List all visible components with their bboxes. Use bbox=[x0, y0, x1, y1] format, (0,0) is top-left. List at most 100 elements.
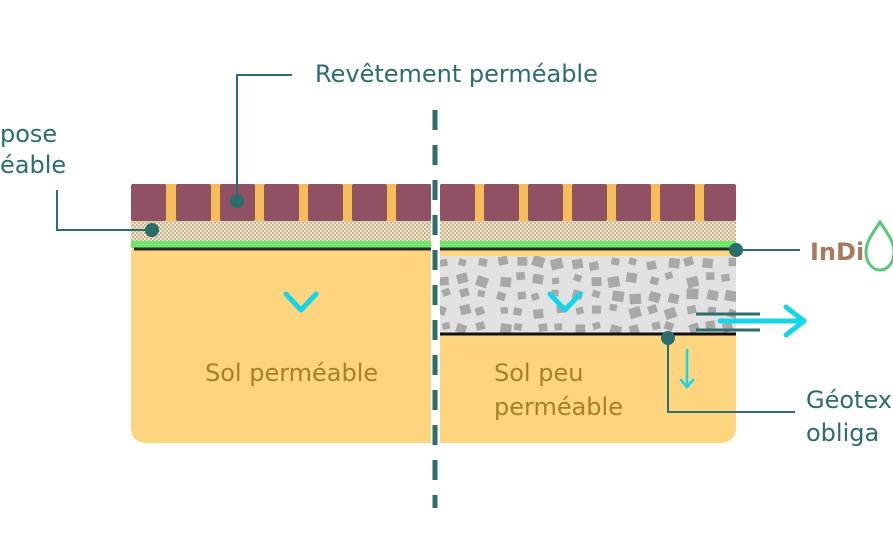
gravel-stone bbox=[572, 273, 583, 283]
gravel-stone bbox=[611, 290, 625, 303]
paver-block bbox=[396, 184, 431, 221]
gravel-stone bbox=[591, 289, 601, 299]
gravel-stone bbox=[647, 290, 662, 304]
gravel-stone bbox=[517, 291, 527, 300]
gravel-stone bbox=[455, 322, 468, 334]
leader-dot bbox=[230, 194, 244, 208]
gravel-stone bbox=[530, 292, 540, 301]
gravel-stone bbox=[517, 256, 528, 266]
gravel-stone bbox=[439, 276, 449, 286]
gravel-stone bbox=[455, 272, 469, 285]
paver-block bbox=[352, 184, 387, 221]
paver-block bbox=[704, 184, 736, 221]
gravel-stone bbox=[646, 304, 659, 315]
paver-block bbox=[528, 184, 563, 221]
gravel-stone bbox=[439, 258, 448, 267]
paver-block bbox=[176, 184, 211, 221]
gravel-stone bbox=[728, 257, 736, 267]
logo-text: InDi bbox=[810, 238, 864, 266]
gravel-stone bbox=[588, 261, 600, 271]
leader-geotextile bbox=[667, 342, 795, 413]
gravel-stone bbox=[533, 309, 544, 319]
gravel-stone bbox=[499, 276, 512, 288]
paver-block bbox=[572, 184, 607, 221]
gravel-stone bbox=[551, 277, 560, 285]
gravel-stone bbox=[686, 304, 697, 315]
gravel-stone bbox=[513, 322, 523, 331]
gravel-stone bbox=[591, 277, 602, 287]
gravel-stone bbox=[497, 256, 509, 266]
arrow-down-icon bbox=[283, 133, 319, 313]
gravel-stone bbox=[705, 272, 715, 280]
gravel-reservoir bbox=[438, 256, 736, 334]
gravel-stone bbox=[459, 303, 472, 316]
gravel-stone bbox=[531, 256, 546, 269]
paver-block bbox=[131, 184, 166, 221]
gravel-stone bbox=[720, 273, 731, 282]
gravel-stone bbox=[592, 321, 601, 330]
gravel-stone bbox=[441, 321, 451, 330]
gravel-stone bbox=[706, 289, 719, 301]
paver-block bbox=[264, 184, 299, 221]
gravel-stone bbox=[475, 321, 486, 331]
gravel-stone bbox=[664, 271, 674, 280]
gravel-stone bbox=[701, 257, 714, 269]
label-sol-peu-line1: Sol peu bbox=[494, 359, 583, 387]
leader-revetement bbox=[236, 74, 292, 197]
label-sol-permeable: Sol perméable bbox=[205, 359, 378, 387]
gravel-stone bbox=[591, 305, 601, 314]
paver-block bbox=[660, 184, 695, 221]
paver-block bbox=[308, 184, 343, 221]
gravel-stone bbox=[686, 288, 699, 300]
gravel-stone bbox=[549, 257, 564, 271]
label-geotex-line1: Géotex bbox=[806, 386, 892, 414]
water-drop-icon bbox=[864, 219, 893, 272]
gravel-stone bbox=[532, 273, 544, 285]
indigo-logo: InDi bbox=[810, 219, 893, 272]
gravel-stone bbox=[554, 323, 563, 331]
gravel-stone bbox=[477, 289, 486, 298]
label-pose-line2: éable bbox=[0, 151, 66, 179]
gravel-stone bbox=[609, 303, 618, 312]
paver-block bbox=[616, 184, 651, 221]
gravel-stone bbox=[651, 321, 661, 331]
gravel-stone bbox=[495, 291, 507, 302]
gravel-stone bbox=[629, 293, 642, 305]
gravel-stone bbox=[513, 307, 523, 316]
gravel-stone bbox=[646, 260, 657, 271]
arrow-down-icon bbox=[679, 348, 695, 389]
label-sol-peu-line2: perméable bbox=[494, 393, 623, 421]
paver-block bbox=[440, 184, 475, 221]
gravel-stone bbox=[628, 324, 640, 334]
label-pose-line1: pose bbox=[0, 120, 57, 148]
arrow-right-icon bbox=[717, 304, 807, 338]
gravel-stone bbox=[575, 324, 586, 334]
gravel-stone bbox=[628, 305, 643, 320]
gravel-stone bbox=[458, 287, 470, 298]
leader-dot bbox=[661, 331, 675, 345]
gravel-stone bbox=[663, 320, 675, 332]
gravel-stone bbox=[571, 258, 584, 270]
gravel-stone bbox=[515, 271, 526, 281]
gravel-stone bbox=[668, 257, 681, 269]
gravel-stone bbox=[538, 323, 548, 332]
gravel-stone bbox=[663, 306, 678, 321]
gravel-stone bbox=[649, 276, 660, 286]
gravel-stone bbox=[478, 257, 488, 267]
gravel-stone bbox=[575, 306, 585, 315]
paver-block bbox=[484, 184, 519, 221]
gravel-stone bbox=[500, 306, 509, 314]
gravel-stone bbox=[474, 306, 486, 317]
label-revetement: Revêtement perméable bbox=[315, 60, 598, 88]
gravel-stone bbox=[441, 287, 451, 297]
leader-dot bbox=[145, 223, 159, 237]
gravel-stone bbox=[686, 275, 700, 289]
leader-dot bbox=[729, 243, 743, 257]
gravel-stone bbox=[499, 322, 513, 334]
gravel-stone bbox=[457, 258, 467, 267]
gravel-stone bbox=[724, 289, 736, 302]
gravel-stone bbox=[705, 320, 716, 330]
gravel-stone bbox=[682, 256, 695, 267]
drain-pipe bbox=[696, 312, 760, 332]
